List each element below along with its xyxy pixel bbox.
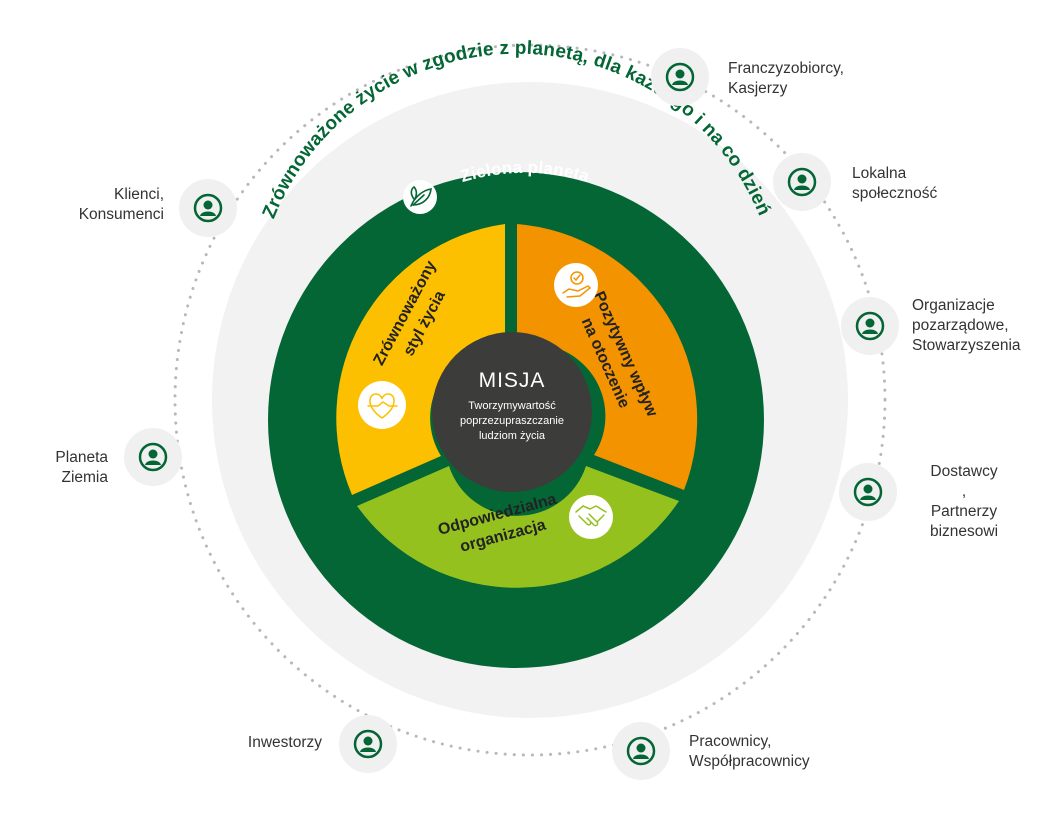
mission-title: MISJA xyxy=(479,369,546,392)
handshake-icon xyxy=(575,505,607,527)
stakeholder-badge-pracownicy xyxy=(612,722,670,780)
mission-wheel: MISJA Tworzymywartość poprzezupraszczani… xyxy=(336,224,698,588)
person-icon xyxy=(193,193,223,223)
mission-line-1: Tworzymywartość xyxy=(468,400,556,412)
stakeholder-organizacje: Organizacje pozarządowe, Stowarzyszenia xyxy=(912,297,1021,354)
hand-check-icon xyxy=(562,271,592,298)
stakeholder-pracownicy: Pracownicy, Współpracownicy xyxy=(689,733,810,770)
stakeholder-klienci: Klienci, Konsumenci xyxy=(78,186,164,223)
person-icon xyxy=(353,729,383,759)
leaf-icon xyxy=(410,185,432,207)
mission-line-2: poprzezupraszczanie xyxy=(460,415,564,427)
stakeholder-icons xyxy=(124,48,899,780)
stakeholder-orbit xyxy=(173,43,887,757)
mission-center xyxy=(432,332,592,492)
stakeholder-planeta: Planeta Ziemia xyxy=(55,449,108,486)
stakeholder-badge-organizacje xyxy=(841,297,899,355)
stakeholder-franczyzobiorcy: Franczyzobiorcy, Kasjerzy xyxy=(728,60,844,97)
person-icon xyxy=(626,736,656,766)
stakeholder-badge-inwestorzy xyxy=(339,715,397,773)
heart-hand-icon xyxy=(367,393,398,419)
hand-check-icon-bg xyxy=(554,263,598,307)
stakeholder-badge-planeta xyxy=(124,428,182,486)
person-icon xyxy=(138,442,168,472)
mission-line-3: ludziom życia xyxy=(479,430,546,442)
person-icon xyxy=(787,167,817,197)
stakeholder-badge-klienci xyxy=(179,179,237,237)
stakeholder-lokalna: Lokalna społeczność xyxy=(852,165,938,202)
stakeholder-badge-lokalna xyxy=(773,153,831,211)
person-icon xyxy=(855,311,885,341)
leaf-icon-bg xyxy=(403,180,437,214)
stakeholder-dostawcy: Dostawcy , Partnerzy biznesowi xyxy=(929,463,999,540)
heart-hand-icon-bg xyxy=(358,381,406,429)
stakeholder-badge-franczyzobiorcy xyxy=(651,48,709,106)
person-icon xyxy=(853,477,883,507)
stakeholder-inwestorzy: Inwestorzy xyxy=(247,734,322,751)
stakeholder-badge-dostawcy xyxy=(839,463,897,521)
person-icon xyxy=(665,62,695,92)
